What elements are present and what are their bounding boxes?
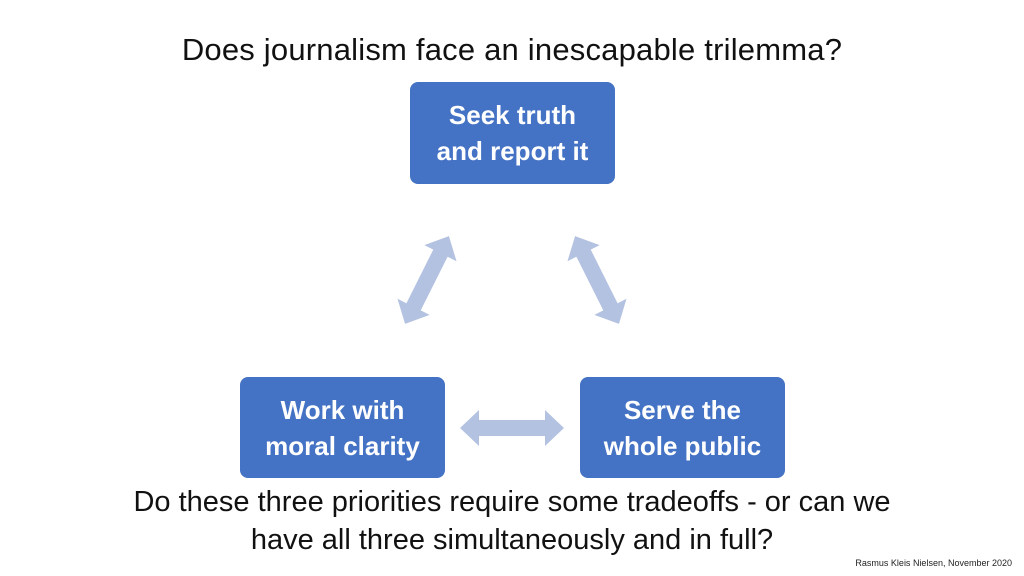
- double-arrow-top-right: [567, 236, 627, 324]
- closing-question: Do these three priorities require some t…: [0, 483, 1024, 559]
- author-credit: Rasmus Kleis Nielsen, November 2020: [855, 558, 1012, 568]
- double-arrow-left-right: [460, 410, 564, 446]
- node-serve-public: Serve the whole public: [580, 377, 785, 478]
- closing-question-line2: have all three simultaneously and in ful…: [250, 524, 774, 556]
- node-seek-truth-line2: and report it: [436, 136, 589, 166]
- slide-title: Does journalism face an inescapable tril…: [181, 32, 843, 67]
- node-moral-clarity-line1: Work with: [280, 394, 405, 425]
- node-moral-clarity: Work with moral clarity: [240, 377, 445, 478]
- double-arrow-top-left: [397, 236, 457, 324]
- node-serve-public-line2: whole public: [603, 430, 762, 461]
- node-moral-clarity-line2: moral clarity: [265, 430, 420, 461]
- node-seek-truth-line1: Seek truth: [448, 100, 577, 130]
- node-serve-public-line1: Serve the: [623, 394, 742, 425]
- node-seek-truth: Seek truth and report it: [410, 82, 615, 184]
- closing-question-line1: Do these three priorities require some t…: [133, 486, 891, 518]
